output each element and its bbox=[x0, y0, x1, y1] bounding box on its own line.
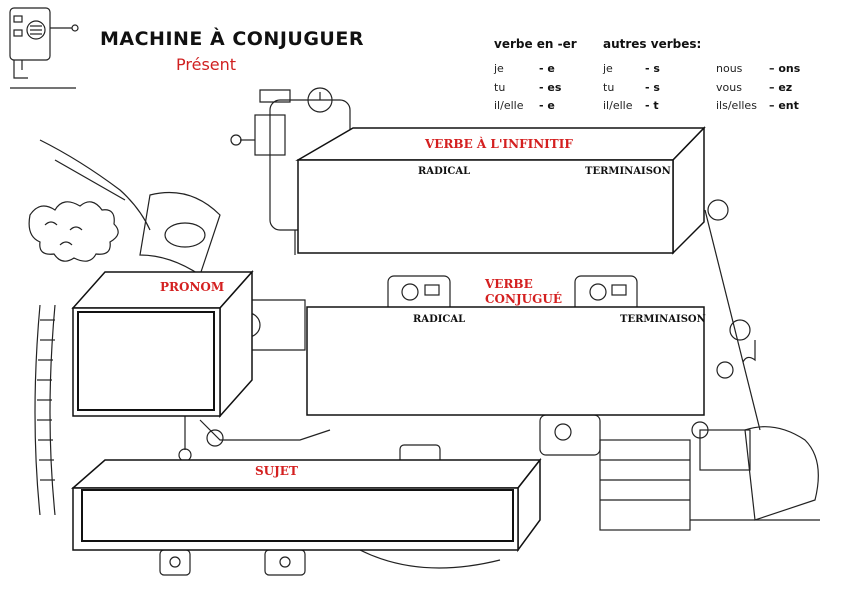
conjugated-label-line1: VERBE bbox=[485, 277, 533, 291]
infinitive-write-area[interactable] bbox=[305, 182, 667, 248]
other-verbs-header: autres verbes: bbox=[603, 37, 702, 51]
other-ending: - s bbox=[645, 62, 660, 75]
other-ending: - t bbox=[645, 99, 659, 112]
conjugated-label-line2: CONJUGUÉ bbox=[485, 292, 562, 306]
pronoun-box-inner bbox=[77, 311, 215, 411]
plural-ending: – ons bbox=[769, 62, 801, 75]
infinitive-radical-label: RADICAL bbox=[418, 166, 471, 177]
infinitive-box-front bbox=[297, 159, 674, 254]
right-machine bbox=[599, 199, 820, 531]
subject-box-top bbox=[71, 459, 542, 489]
subject-label: SUJET bbox=[255, 464, 298, 478]
subject-box-front bbox=[72, 487, 519, 551]
pronoun-label: PRONOM bbox=[160, 280, 225, 294]
subject-write-area[interactable] bbox=[84, 492, 511, 539]
infinitive-label: VERBE À L'INFINITIF bbox=[425, 137, 573, 151]
er-verbs-header: verbe en -er bbox=[494, 37, 577, 51]
er-pronoun: il/elle bbox=[494, 99, 524, 112]
er-pronoun: je bbox=[494, 62, 504, 75]
other-ending: - s bbox=[645, 81, 660, 94]
er-ending: - e bbox=[539, 99, 555, 112]
infinitive-ending-label: TERMINAISON bbox=[585, 166, 671, 177]
plural-ending: – ent bbox=[769, 99, 799, 112]
page-subtitle: Présent bbox=[176, 55, 237, 74]
er-ending: - e bbox=[539, 62, 555, 75]
er-ending: - es bbox=[539, 81, 562, 94]
other-pronoun: il/elle bbox=[603, 99, 633, 112]
other-pronoun: je bbox=[603, 62, 613, 75]
left-gear bbox=[34, 304, 56, 516]
plural-pronoun: vous bbox=[716, 81, 742, 94]
page-title: MACHINE À CONJUGUER bbox=[100, 28, 364, 50]
conjugated-ending-label: TERMINAISON bbox=[620, 314, 706, 325]
robot-logo-icon bbox=[9, 7, 79, 89]
conjugated-write-area[interactable] bbox=[312, 330, 698, 410]
er-pronoun: tu bbox=[494, 81, 506, 94]
conjugated-box-front bbox=[306, 306, 705, 416]
plural-ending: – ez bbox=[769, 81, 793, 94]
plural-pronoun: nous bbox=[716, 62, 743, 75]
plural-pronoun: ils/elles bbox=[716, 99, 757, 112]
pronoun-write-area[interactable] bbox=[80, 314, 212, 408]
other-pronoun: tu bbox=[603, 81, 615, 94]
pronoun-box-front bbox=[72, 307, 221, 417]
conjugated-radical-label: RADICAL bbox=[413, 314, 466, 325]
subject-box-inner bbox=[81, 489, 514, 542]
middle-robots bbox=[178, 275, 638, 466]
